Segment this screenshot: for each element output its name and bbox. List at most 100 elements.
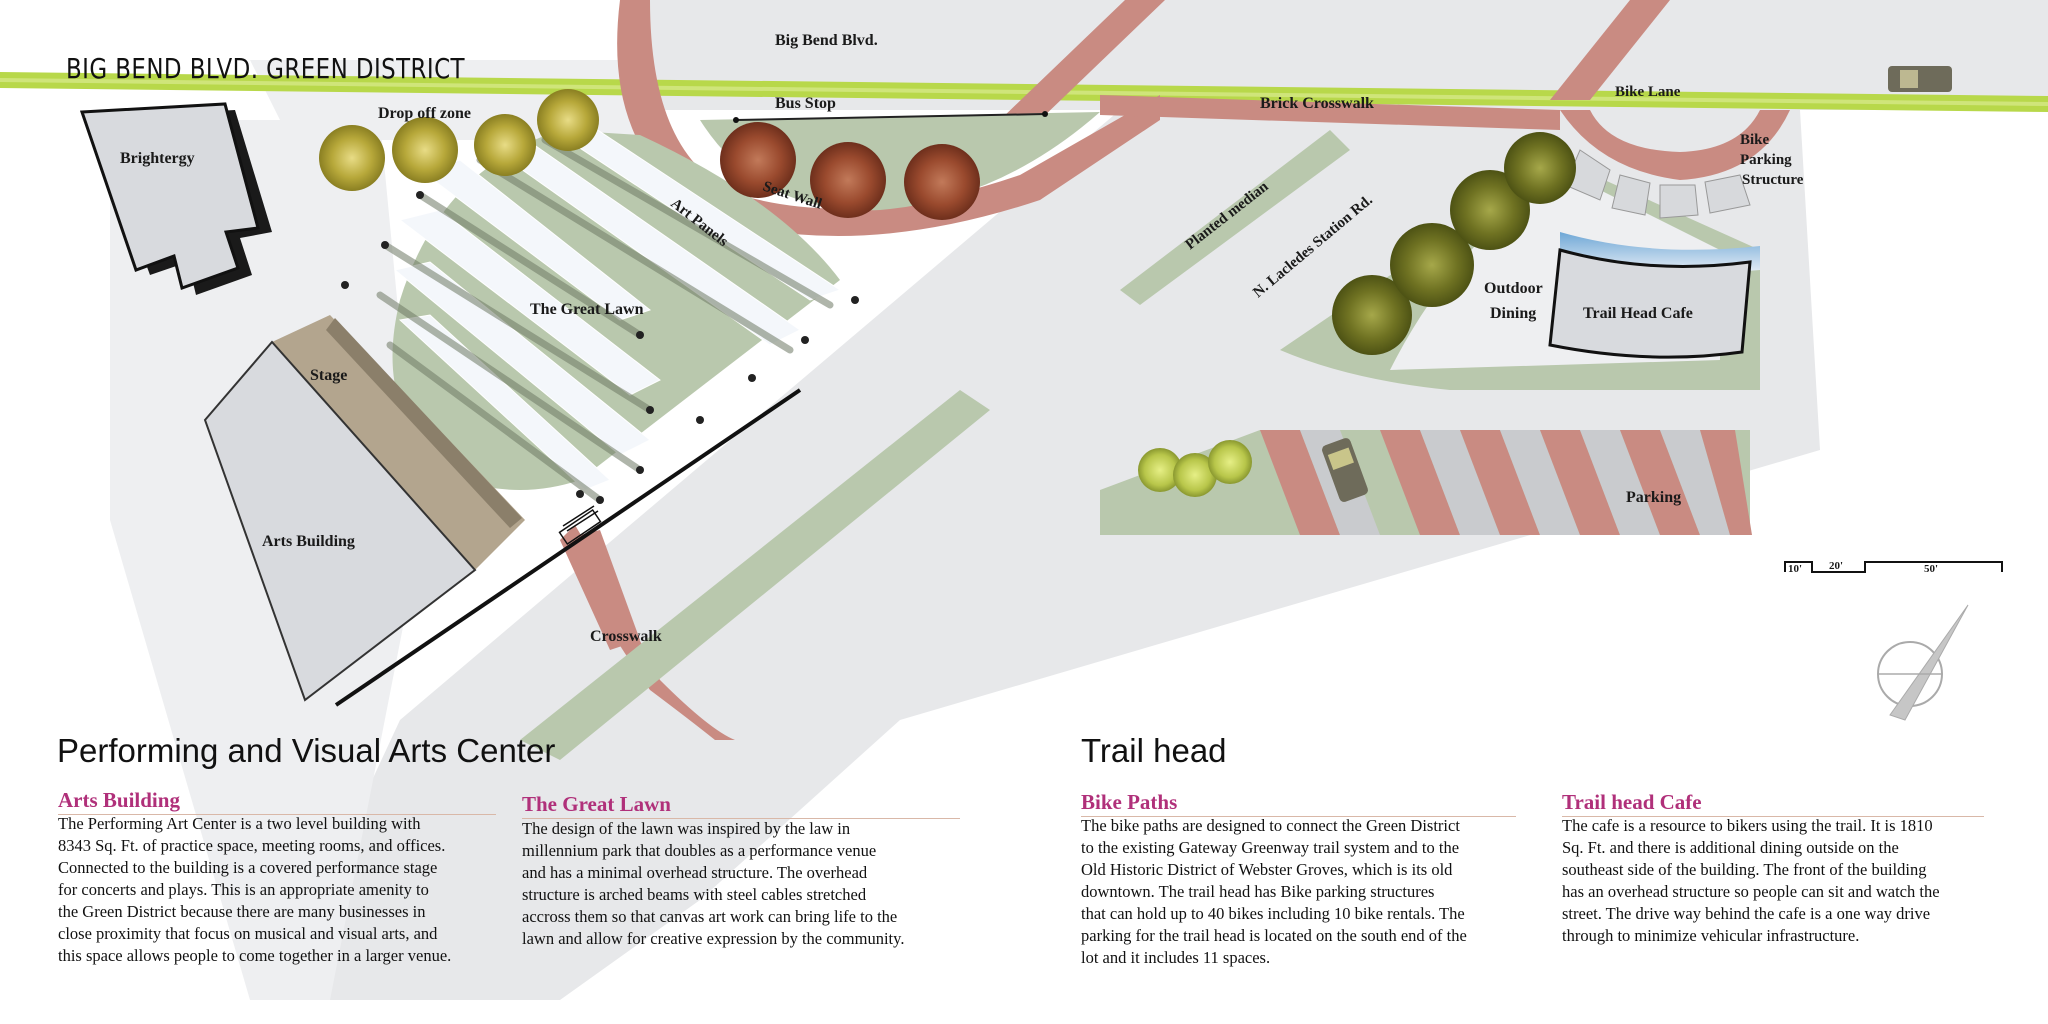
parking-stall-brick: [1260, 430, 1340, 535]
label-bike-parking-3: Structure: [1742, 172, 1804, 188]
text-line: The design of the lawn was inspired by t…: [522, 819, 851, 838]
post: [851, 296, 859, 304]
label-big-bend-blvd: Big Bend Blvd.: [775, 32, 878, 49]
label-outdoor-1: Outdoor: [1484, 280, 1543, 297]
text-line: Old Historic District of Webster Groves,…: [1081, 860, 1453, 879]
label-arts-building: Arts Building: [262, 533, 355, 550]
text-line: and has a minimal overhead structure. Th…: [522, 863, 868, 882]
text-line: the Green District because there are man…: [58, 902, 426, 921]
post: [636, 331, 644, 339]
parking-stall-brick: [1380, 430, 1460, 535]
scale-bar-line: [1784, 561, 2003, 573]
buildings: [79, 102, 1760, 702]
text-line: for concerts and plays. This is an appro…: [58, 880, 429, 899]
parking-stall-brick: [1700, 430, 1752, 535]
seat-wall-end: [733, 117, 739, 123]
step-line: [562, 505, 595, 527]
post: [416, 191, 424, 199]
text-line: that can hold up to 40 bikes including 1…: [1081, 904, 1465, 923]
tree: [1332, 275, 1412, 355]
heading-bike-paths: Bike Paths: [1081, 790, 1516, 817]
post: [576, 490, 584, 498]
brick-paths: [560, 0, 1790, 740]
parking-stall-grey: [1660, 430, 1730, 535]
parking-stall-grey: [1420, 430, 1500, 535]
long-median: [520, 390, 990, 760]
scale-bar: 10' 20' 50': [1784, 560, 2003, 575]
post: [636, 466, 644, 474]
scale-label-50: 50': [1924, 563, 1938, 575]
heading-trail-head-cafe: Trail head Cafe: [1562, 790, 1984, 817]
tree: [1390, 223, 1474, 307]
tree: [1208, 440, 1252, 484]
north-arrow-icon: [1877, 604, 1969, 721]
brick-roundabout: [617, 0, 1160, 236]
post: [596, 496, 604, 504]
bike-lane-strip-inner: [0, 78, 2048, 106]
post: [801, 336, 809, 344]
car-road: [1888, 66, 1952, 92]
text-line: street. The drive way behind the cafe is…: [1562, 904, 1931, 923]
page-title: BIG BEND BLVD. GREEN DISTRICT: [66, 52, 465, 85]
text-line: accross them so that canvas art work can…: [522, 907, 898, 926]
brick-diagonal-1: [1000, 0, 1165, 120]
art-panel-beams: [376, 136, 834, 504]
text-line: parking for the trail head is located on…: [1081, 926, 1467, 945]
text-bike-paths: The bike paths are designed to connect t…: [1081, 815, 1531, 969]
text-line: lawn and allow for creative expression b…: [522, 929, 905, 948]
tree: [810, 142, 886, 218]
car-body: [1888, 66, 1952, 92]
label-bike-parking-1: Bike: [1740, 132, 1770, 148]
scale-label-20: 20': [1829, 560, 1843, 572]
tree: [720, 122, 796, 198]
car-parked: [1322, 438, 1368, 502]
art-panels: [393, 124, 842, 491]
tree: [392, 117, 458, 183]
label-bike-lane: Bike Lane: [1615, 84, 1681, 100]
parking-stall-brick: [1540, 430, 1620, 535]
text-line: The Performing Art Center is a two level…: [58, 814, 421, 833]
brick-crosswalk-band: [1100, 95, 1560, 130]
parking-stall-brick: [1620, 430, 1700, 535]
beam: [541, 136, 834, 309]
seat-wall-end: [1042, 111, 1048, 117]
label-bike-parking-2: Parking: [1740, 152, 1792, 168]
bike-rack: [1611, 174, 1651, 216]
text-line: 8343 Sq. Ft. of practice space, meeting …: [58, 836, 446, 855]
beam: [376, 291, 644, 474]
label-trail-head-cafe: Trail Head Cafe: [1583, 305, 1693, 322]
tree: [1504, 132, 1576, 204]
parking-lot: [1260, 430, 1752, 535]
brightergy-building: [79, 102, 260, 290]
text-line: through to minimize vehicular infrastruc…: [1562, 926, 1860, 945]
trees-parking: [1138, 440, 1252, 497]
tree: [319, 125, 385, 191]
tree: [537, 89, 599, 151]
tree: [1138, 448, 1182, 492]
label-brick-crosswalk: Brick Crosswalk: [1260, 95, 1374, 112]
trees-cafe: [1332, 132, 1576, 355]
covered-stage-shadow: [326, 318, 522, 528]
text-line: southeast side of the building. The fron…: [1562, 860, 1927, 879]
label-outdoor-2: Dining: [1490, 305, 1536, 322]
bike-rack: [1659, 184, 1699, 219]
text-line: The cafe is a resource to bikers using t…: [1562, 816, 1933, 835]
seat-wall-lawn: [700, 112, 1100, 211]
bike-rack: [1704, 174, 1751, 214]
stage-edge-line: [334, 388, 802, 707]
text-line: has an overhead structure so people can …: [1562, 882, 1940, 901]
step-block: [558, 508, 602, 546]
tree: [474, 114, 536, 176]
post: [341, 281, 349, 289]
text-great-lawn: The design of the lawn was inspired by t…: [522, 818, 972, 950]
car-window: [1900, 70, 1918, 88]
tree: [904, 144, 980, 220]
art-panel: [398, 209, 661, 396]
text-line: downtown. The trail head has Bike parkin…: [1081, 882, 1435, 901]
bike-parking-structure: [1564, 149, 1751, 219]
post: [381, 241, 389, 249]
label-drop-off-zone: Drop off zone: [378, 105, 471, 122]
car-window: [1327, 447, 1354, 471]
heading-arts-building: Arts Building: [58, 788, 496, 815]
